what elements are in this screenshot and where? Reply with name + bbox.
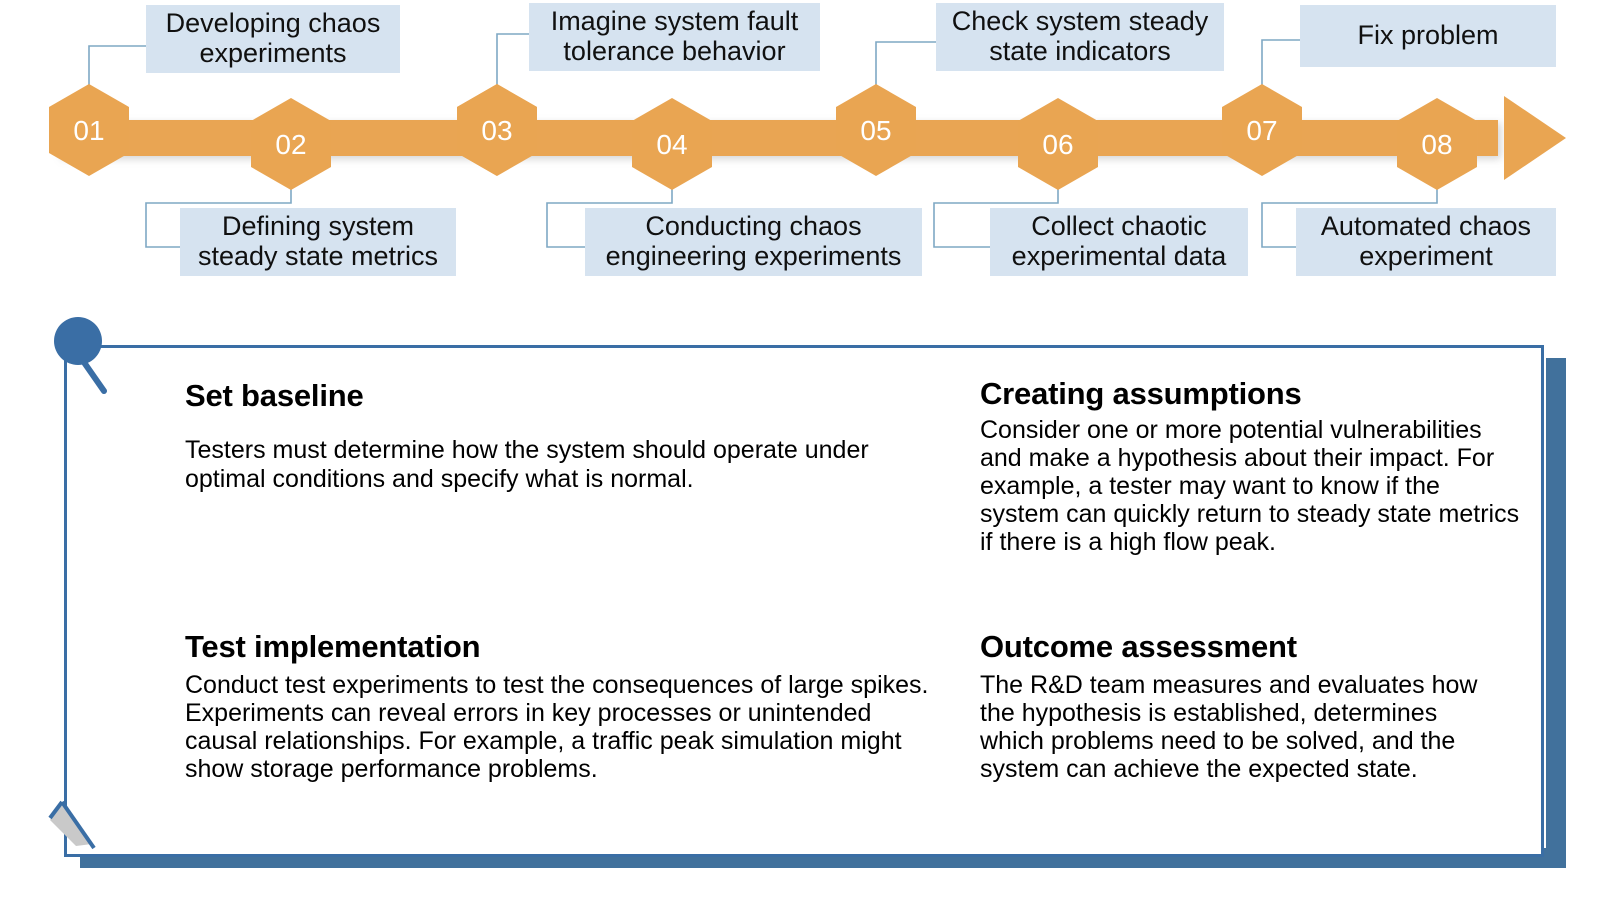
block-title-set-baseline: Set baseline	[185, 378, 364, 413]
block-body-test-implementation: Conduct test experiments to test the con…	[185, 671, 929, 783]
block-title-outcome-assessment: Outcome assessment	[980, 629, 1297, 664]
step-label-06: Collect chaotic experimental data	[990, 208, 1248, 277]
step-label-08: Automated chaos experiment	[1296, 208, 1556, 277]
block-title-creating-assumptions: Creating assumptions	[980, 376, 1302, 411]
step-label-02: Defining system steady state metrics	[180, 208, 456, 277]
connector-lines-top	[88, 33, 1300, 96]
panel-block-test-implementation: Test implementation Conduct test experim…	[185, 629, 975, 783]
panel-folded-corner-icon	[48, 800, 96, 850]
connector-lines-bottom	[145, 180, 1438, 248]
panel-block-creating-assumptions: Creating assumptions Consider one or mor…	[980, 376, 1540, 556]
block-title-test-implementation: Test implementation	[185, 629, 481, 664]
step-label-05: Check system steady state indicators	[936, 3, 1224, 72]
step-label-03: Imagine system fault tolerance behavior	[529, 3, 820, 72]
pin-marker-icon	[54, 317, 107, 394]
step-label-07: Fix problem	[1300, 5, 1556, 67]
timeline-graphics	[49, 33, 1566, 248]
block-body-set-baseline: Testers must determine how the system sh…	[185, 436, 869, 493]
timeline-hexagons	[49, 84, 1477, 190]
panel-shadow-right	[1546, 358, 1566, 868]
block-body-outcome-assessment: The R&D team measures and evaluates how …	[980, 671, 1478, 783]
timeline-connector-stubs	[1478, 120, 1496, 156]
detail-panel: Set baseline Testers must determine how …	[64, 345, 1544, 857]
step-label-01: Developing chaos experiments	[146, 5, 400, 74]
process-timeline: 01 02 03 04 05 06 07 08 Developing chaos…	[0, 0, 1614, 300]
panel-block-set-baseline: Set baseline Testers must determine how …	[185, 378, 945, 494]
timeline-end-arrow	[1504, 96, 1566, 180]
panel-block-outcome-assessment: Outcome assessment The R&D team measures…	[980, 629, 1540, 783]
step-label-04: Conducting chaos engineering experiments	[585, 208, 922, 277]
block-body-creating-assumptions: Consider one or more potential vulnerabi…	[980, 416, 1520, 556]
